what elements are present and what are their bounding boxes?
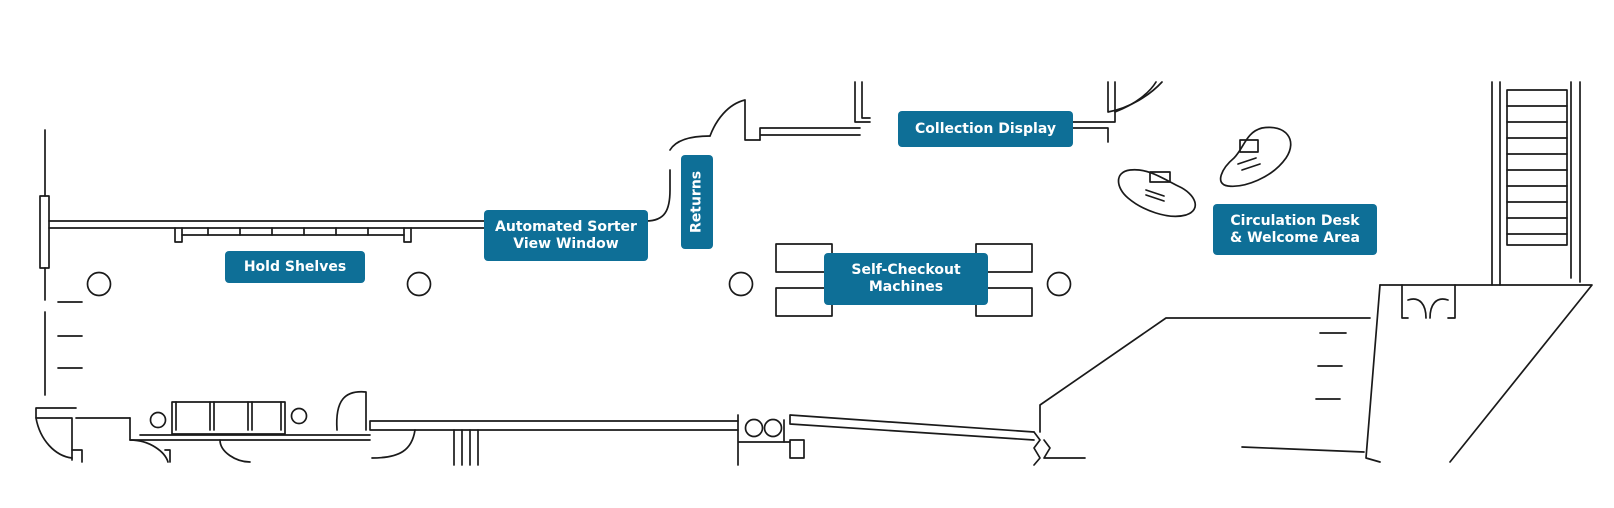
returns-alcove (669, 99, 861, 151)
automated-sorter-label: Automated Sorter View Window (484, 210, 648, 261)
circulation-desk-label: Circulation Desk & Welcome Area (1213, 204, 1377, 255)
upper-corridor (854, 81, 1163, 143)
returns-label: Returns (681, 155, 713, 249)
circulation-desk-furniture (1117, 126, 1292, 218)
staircase (1491, 81, 1581, 286)
collection-display-label: Collection Display (898, 111, 1073, 147)
bottom-walls (35, 390, 1086, 466)
hold-shelves-wall (48, 169, 671, 243)
self-checkout-label: Self-Checkout Machines (824, 253, 988, 305)
right-room (1039, 284, 1593, 463)
hold-shelves-label: Hold Shelves (225, 251, 365, 283)
left-wall (39, 129, 83, 396)
columns (86, 271, 1072, 297)
